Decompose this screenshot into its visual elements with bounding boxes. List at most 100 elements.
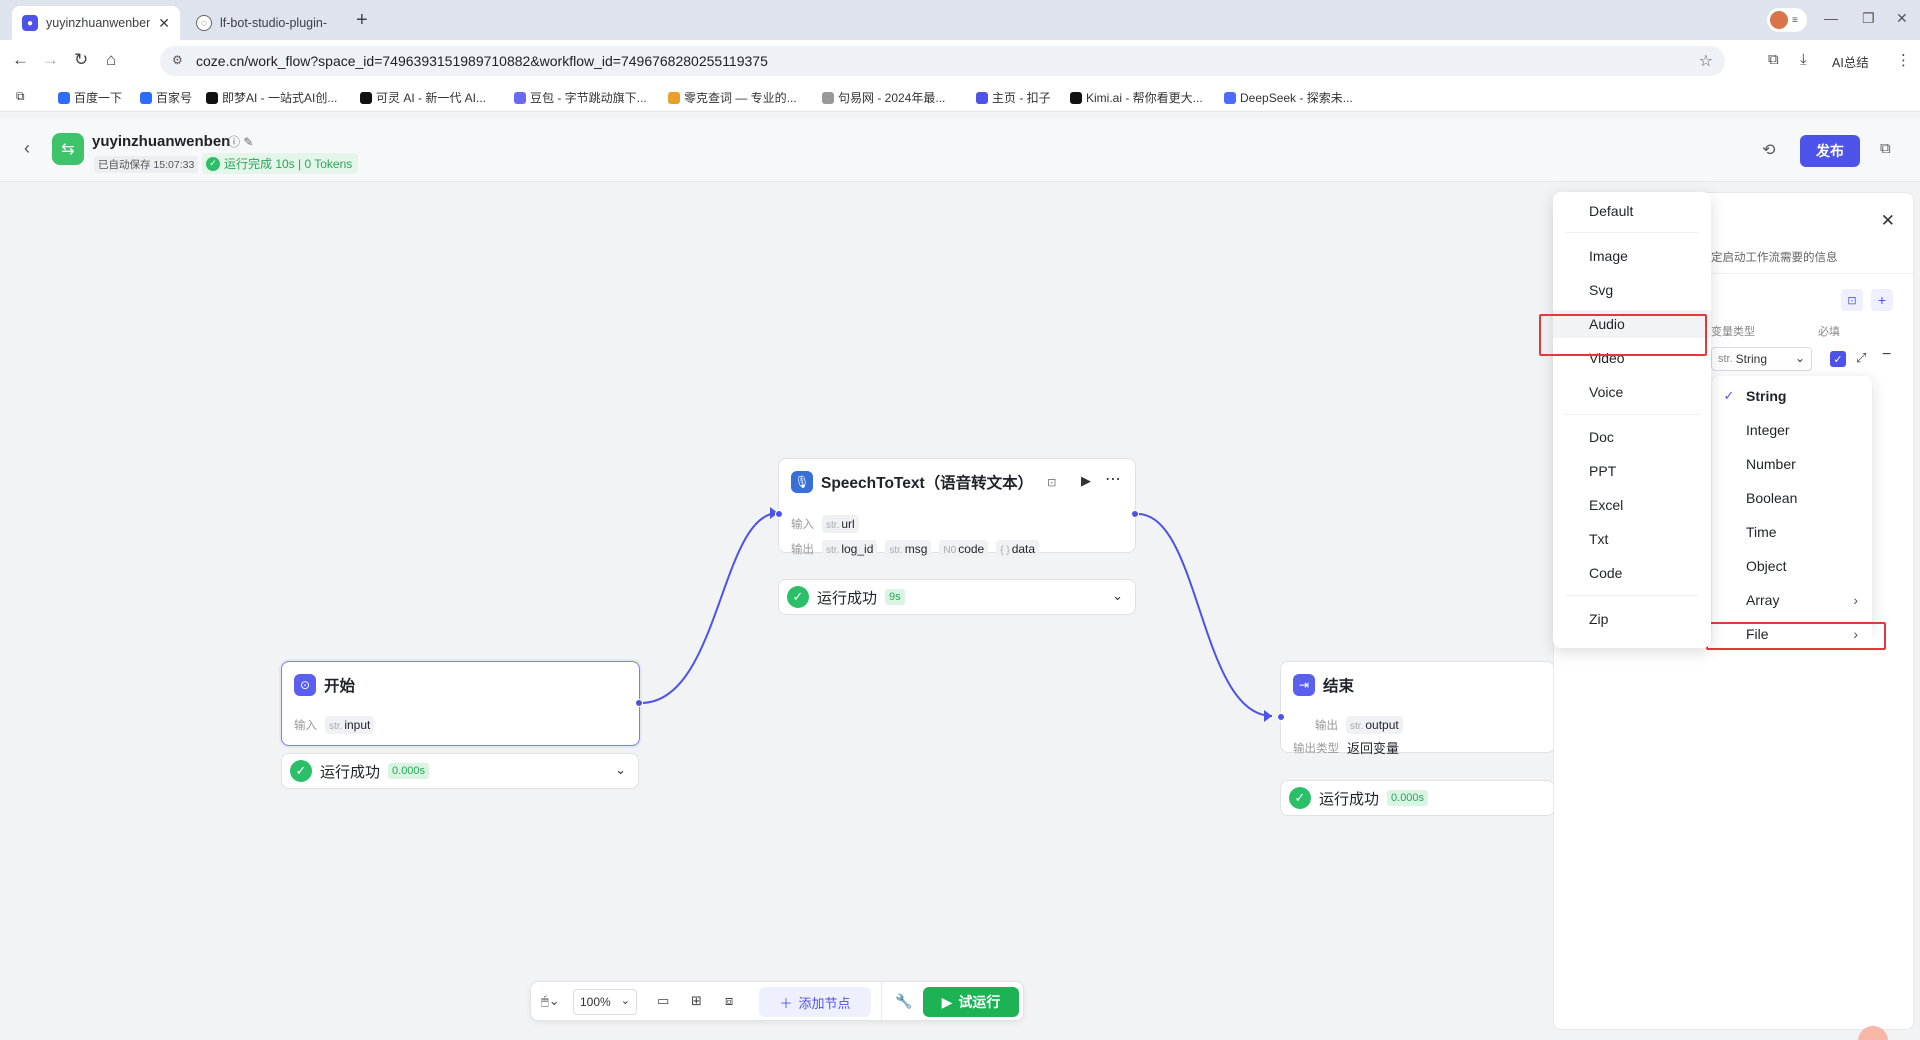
output-port[interactable] — [635, 699, 643, 707]
chip-name: msg — [904, 542, 928, 556]
file-type-option[interactable]: PPT — [1553, 457, 1711, 485]
input-port[interactable] — [775, 510, 783, 518]
file-type-option[interactable]: Default — [1553, 197, 1711, 225]
type-option-time[interactable]: Time — [1712, 518, 1872, 546]
coze-favicon-icon: ● — [22, 15, 38, 31]
chip-name: url — [841, 517, 855, 531]
import-icon[interactable]: ⊡ — [1841, 289, 1863, 311]
bookmark-item[interactable]: 主页 - 扣子 — [976, 89, 1051, 106]
add-node-button[interactable]: ＋ 添加节点 — [759, 987, 871, 1017]
comment-icon[interactable]: ▭ — [657, 993, 670, 1008]
divider — [1565, 414, 1699, 415]
browser-tab[interactable]: ◌ lf-bot-studio-plugin- — [186, 6, 354, 40]
speech-to-text-node[interactable]: 🎙 SpeechToText（语音转文本） ⊡ ▶ ⋯ 输入 str.url 输… — [775, 458, 1139, 558]
home-icon[interactable]: ⌂ — [106, 50, 117, 69]
history-icon[interactable]: ⟲ — [1762, 142, 1776, 159]
minimap-icon[interactable]: ⧈ — [725, 993, 734, 1008]
file-type-option[interactable]: Zip — [1553, 605, 1711, 633]
wrench-icon[interactable]: 🔧 — [895, 993, 913, 1009]
new-tab-button[interactable]: + — [356, 9, 368, 31]
publish-button[interactable]: 发布 — [1800, 135, 1860, 167]
ai-summary-button[interactable]: AI总结 — [1832, 52, 1869, 71]
type-option-number[interactable]: Number — [1712, 450, 1872, 478]
url-input[interactable]: ⚙ coze.cn/work_flow?space_id=74963931519… — [160, 46, 1725, 76]
highlight-box-audio — [1539, 314, 1707, 356]
type-option-label: Object — [1746, 558, 1787, 574]
chevron-down-icon[interactable]: ⌄ — [615, 762, 626, 777]
workflow-header: ‹ ⇆ yuyinzhuanwenben ⓘ ✎ 已自动保存 15:07:33 … — [0, 118, 1920, 182]
file-type-option[interactable]: Code — [1553, 559, 1711, 587]
forward-arrow-icon[interactable]: → — [42, 50, 59, 69]
type-option-integer[interactable]: Integer — [1712, 416, 1872, 444]
type-option-object[interactable]: Object — [1712, 552, 1872, 580]
type-option-string[interactable]: ✓String — [1712, 382, 1872, 410]
input-port[interactable] — [1277, 713, 1285, 721]
output-label: 输出 — [1315, 720, 1338, 732]
end-result-bar[interactable]: ✓ 运行成功 0.000s — [1280, 780, 1555, 816]
tab-search-icon[interactable]: ⧉ — [16, 89, 25, 103]
more-icon[interactable]: ⋯ — [1105, 471, 1121, 488]
profile-button[interactable]: ≡ — [1767, 8, 1807, 32]
var-type-select[interactable]: str. String ⌄ — [1711, 347, 1812, 371]
copy-icon[interactable]: ⧉ — [1880, 140, 1891, 157]
play-icon[interactable]: ▶ — [1081, 473, 1091, 488]
bookmark-star-icon[interactable]: ☆ — [1698, 53, 1713, 70]
expand-icon[interactable]: ⤢ — [1856, 350, 1867, 365]
back-chevron-icon[interactable]: ‹ — [24, 138, 30, 158]
address-bar: ← → ↻ ⌂ ⚙ coze.cn/work_flow?space_id=749… — [0, 40, 1920, 82]
bookmark-item[interactable]: 零克查词 — 专业的... — [668, 89, 797, 106]
chevron-down-icon[interactable]: ⌄ — [1112, 588, 1123, 603]
bookmark-item[interactable]: Kimi.ai - 帮你看更大... — [1070, 89, 1203, 106]
bookmark-item[interactable]: DeepSeek - 探索未... — [1224, 89, 1353, 106]
type-option-file[interactable]: File› — [1712, 620, 1872, 648]
try-run-button[interactable]: ▶ 试运行 — [923, 987, 1019, 1017]
layout-icon[interactable]: ⊞ — [691, 993, 702, 1008]
extensions-icon[interactable]: ⧉ — [1768, 51, 1779, 68]
site-settings-icon[interactable]: ⚙ — [172, 53, 183, 67]
chevron-down-icon: ⌄ — [1794, 351, 1805, 365]
more-icon[interactable]: ⋮ — [1896, 52, 1911, 69]
result-time-badge: 9s — [885, 589, 905, 605]
info-edit-icons[interactable]: ⓘ ✎ — [228, 135, 254, 149]
restore-icon[interactable]: ❐ — [1862, 10, 1875, 26]
output-port[interactable] — [1131, 510, 1139, 518]
download-icon[interactable]: ⤓ — [1800, 51, 1807, 68]
bookmarks-bar: ⧉ 百度一下 百家号 即梦AI - 一站式AI创... 可灵 AI - 新一代 … — [0, 82, 1920, 112]
chevron-right-icon: › — [1853, 592, 1858, 608]
zoom-select[interactable]: 100% ⌄ — [573, 989, 637, 1015]
speech-result-bar[interactable]: ✓ 运行成功 9s ⌄ — [778, 579, 1136, 615]
bookmark-item[interactable]: 即梦AI - 一站式AI创... — [206, 89, 337, 106]
close-icon[interactable]: ✕ — [1880, 211, 1895, 230]
add-variable-icon[interactable]: + — [1871, 289, 1893, 311]
tab-close-icon[interactable]: ✕ — [158, 14, 170, 31]
file-type-option[interactable]: Excel — [1553, 491, 1711, 519]
type-option-array[interactable]: Array› — [1712, 586, 1872, 614]
end-node[interactable]: ⇥ 结束 输出 str.output 输出类型 返回变量 — [1277, 661, 1555, 756]
file-type-option[interactable]: Doc — [1553, 423, 1711, 451]
bookmark-favicon-icon — [668, 91, 680, 104]
bookmark-item[interactable]: 百家号 — [140, 89, 192, 106]
mouse-mode-icon[interactable]: 🖱⌄ — [541, 993, 560, 1008]
file-type-option[interactable]: Voice — [1553, 378, 1711, 406]
bookmark-item[interactable]: 可灵 AI - 新一代 AI... — [360, 89, 486, 106]
file-type-option[interactable]: Image — [1553, 242, 1711, 270]
reload-icon[interactable]: ↻ — [74, 50, 89, 69]
bookmark-item[interactable]: 百度一下 — [58, 89, 122, 106]
type-option-boolean[interactable]: Boolean — [1712, 484, 1872, 512]
bookmark-item[interactable]: 句易网 - 2024年最... — [822, 89, 945, 106]
back-arrow-icon[interactable]: ← — [12, 50, 29, 69]
remove-variable-icon[interactable]: − — [1882, 346, 1892, 363]
check-icon: ✓ — [1723, 388, 1735, 403]
file-type-option[interactable]: Txt — [1553, 525, 1711, 553]
minimize-icon[interactable]: — — [1824, 10, 1838, 26]
start-node[interactable]: ⊙ 开始 输入 str.input — [281, 661, 643, 746]
assistant-avatar[interactable] — [1858, 1026, 1888, 1040]
close-window-icon[interactable]: ✕ — [1896, 10, 1908, 26]
start-result-bar[interactable]: ✓ 运行成功 0.000s ⌄ — [281, 753, 639, 789]
run-status-badge: ✓ 运行完成 10s | 0 Tokens — [202, 153, 359, 174]
browser-tab-active[interactable]: ● yuyinzhuanwenben ✕ — [12, 6, 180, 40]
bookmark-item[interactable]: 豆包 - 字节跳动旗下... — [514, 89, 647, 106]
file-type-option[interactable]: Svg — [1553, 276, 1711, 304]
required-checkbox[interactable]: ✓ — [1830, 351, 1846, 367]
menu-icon: ≡ — [1792, 14, 1798, 26]
